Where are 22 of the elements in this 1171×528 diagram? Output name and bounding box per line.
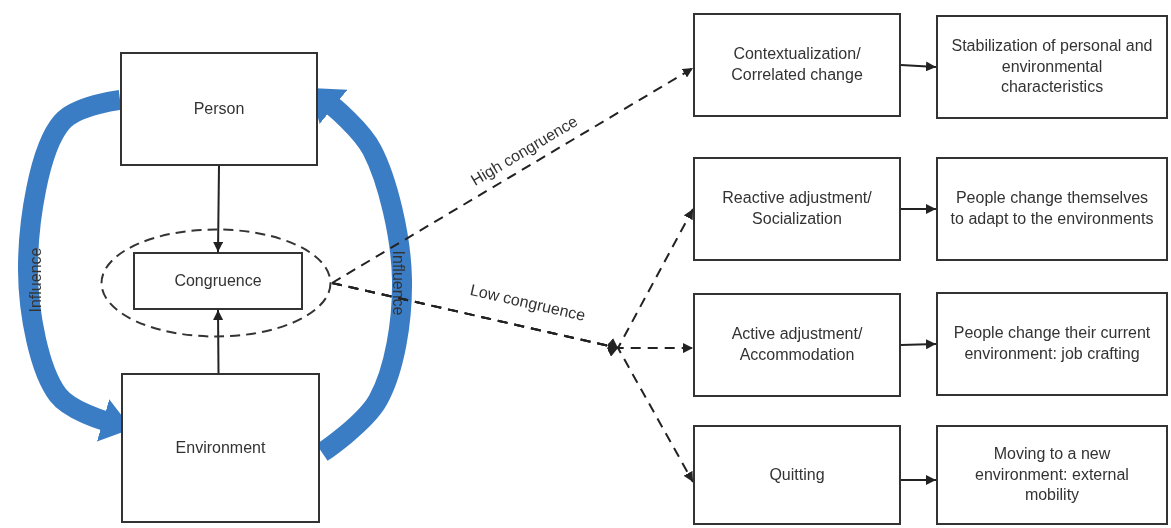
arrow — [213, 165, 224, 253]
process-box: Stabilization of personal and environmental characteristics — [936, 15, 1168, 119]
process-box: Quitting — [693, 425, 901, 525]
arrow — [900, 204, 937, 214]
process-box: Person — [120, 52, 318, 166]
process-box: Active adjustment/ Accommodation — [693, 293, 901, 397]
process-box: Contextualization/ Correlated change — [693, 13, 901, 117]
arrow — [213, 309, 224, 374]
edge-label: Influence — [388, 250, 407, 316]
process-box: People change themselves to adapt to the environments — [936, 157, 1168, 261]
arrow — [900, 475, 937, 485]
process-box: Moving to a new environment: external mobility — [936, 425, 1168, 525]
arrow — [900, 61, 937, 72]
process-box: People change their current environment: job crafting — [936, 292, 1168, 396]
edge-label: Low congruence — [468, 280, 587, 325]
process-box: Congruence — [133, 252, 303, 310]
process-box: Reactive adjustment/ Socialization — [693, 157, 901, 261]
edge-label: Influence — [27, 247, 46, 313]
dashed-arrow — [331, 67, 694, 284]
dashed-arrow — [331, 282, 694, 483]
arrow — [900, 339, 937, 350]
process-box: Environment — [121, 373, 320, 523]
